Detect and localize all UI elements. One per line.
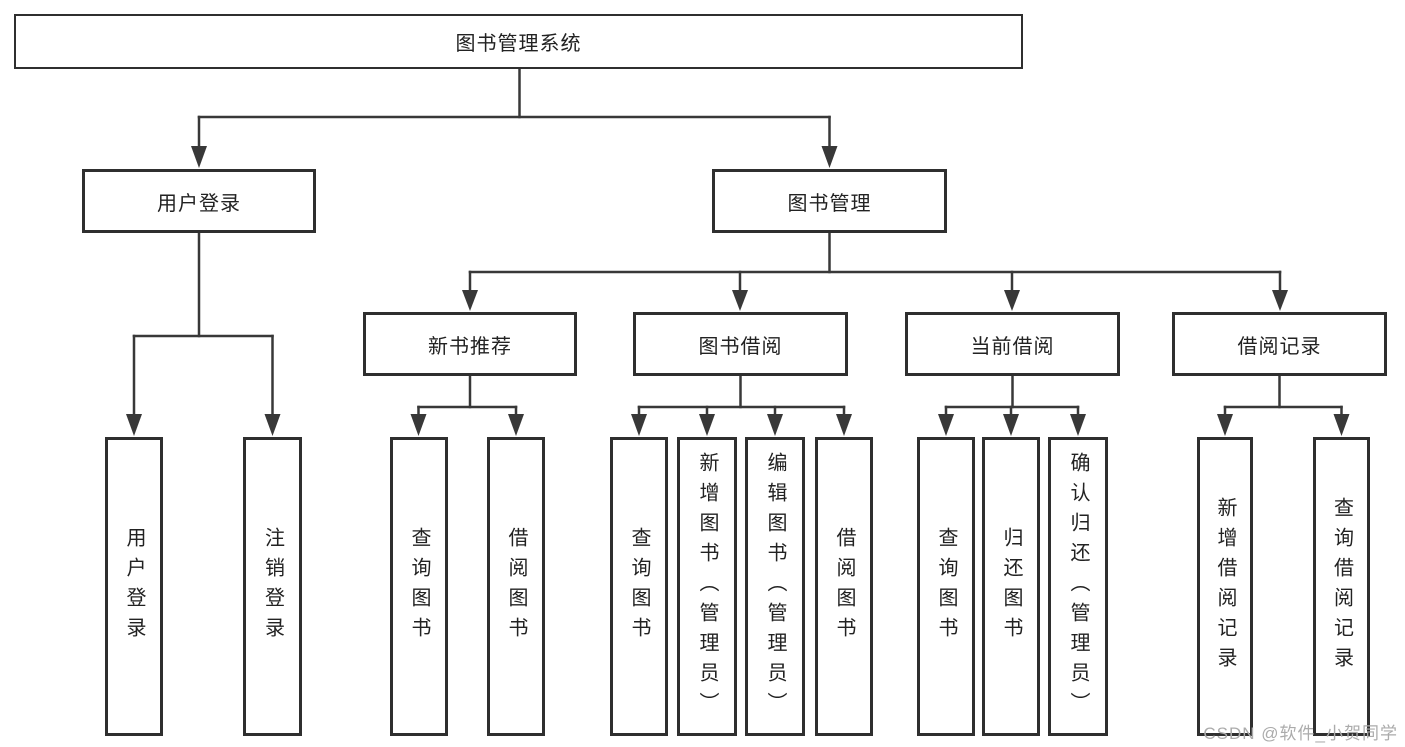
leaf-newbook-query: 查询图书 <box>390 437 448 736</box>
arrowheads <box>126 146 1350 436</box>
node-book-borrow: 图书借阅 <box>633 312 848 376</box>
leaf-logout: 注销登录 <box>243 437 302 736</box>
node-user-login: 用户登录 <box>82 169 316 233</box>
leaf-user-login: 用户登录 <box>105 437 163 736</box>
leaf-records-add-label: 新增借阅记录 <box>1214 496 1236 677</box>
leaf-bookborrow-add-label: 新增图书（管理员） <box>696 451 718 722</box>
leaf-newbook-query-label: 查询图书 <box>408 526 430 647</box>
leaf-current-return: 归还图书 <box>982 437 1040 736</box>
node-new-book-rec-label: 新书推荐 <box>428 335 512 358</box>
node-new-book-rec: 新书推荐 <box>363 312 577 376</box>
leaf-bookborrow-add: 新增图书（管理员） <box>677 437 737 736</box>
node-borrow-records: 借阅记录 <box>1172 312 1387 376</box>
node-root-label: 图书管理系统 <box>455 33 582 55</box>
leaf-records-query-label: 查询借阅记录 <box>1330 496 1353 677</box>
leaf-bookborrow-query: 查询图书 <box>610 437 668 736</box>
leaf-current-confirm: 确认归还（管理员） <box>1048 437 1108 736</box>
node-borrow-records-label: 借阅记录 <box>1237 335 1322 358</box>
leaf-newbook-borrow-label: 借阅图书 <box>505 526 527 647</box>
leaf-newbook-borrow: 借阅图书 <box>487 437 545 736</box>
leaf-bookborrow-query-label: 查询图书 <box>628 526 650 647</box>
leaf-user-login-label: 用户登录 <box>123 526 145 647</box>
leaf-records-query: 查询借阅记录 <box>1313 437 1370 736</box>
leaf-logout-label: 注销登录 <box>261 526 284 647</box>
node-book-mgmt: 图书管理 <box>712 169 947 233</box>
leaf-bookborrow-borrow-label: 借阅图书 <box>833 526 855 647</box>
leaf-current-return-label: 归还图书 <box>1000 526 1022 647</box>
node-current-borrow-label: 当前借阅 <box>970 335 1055 358</box>
watermark: CSDN @软件_小贺同学 <box>1203 724 1398 743</box>
leaf-current-query-label: 查询图书 <box>935 526 957 647</box>
node-book-borrow-label: 图书借阅 <box>698 335 783 358</box>
node-book-mgmt-label: 图书管理 <box>787 192 872 215</box>
node-current-borrow: 当前借阅 <box>905 312 1120 376</box>
leaf-records-add: 新增借阅记录 <box>1197 437 1253 736</box>
node-user-login-label: 用户登录 <box>157 192 241 215</box>
leaf-current-query: 查询图书 <box>917 437 975 736</box>
leaf-bookborrow-borrow: 借阅图书 <box>815 437 873 736</box>
node-root: 图书管理系统 <box>14 14 1023 69</box>
leaf-bookborrow-edit: 编辑图书（管理员） <box>745 437 805 736</box>
leaf-current-confirm-label: 确认归还（管理员） <box>1067 451 1089 722</box>
leaf-bookborrow-edit-label: 编辑图书（管理员） <box>764 451 786 722</box>
